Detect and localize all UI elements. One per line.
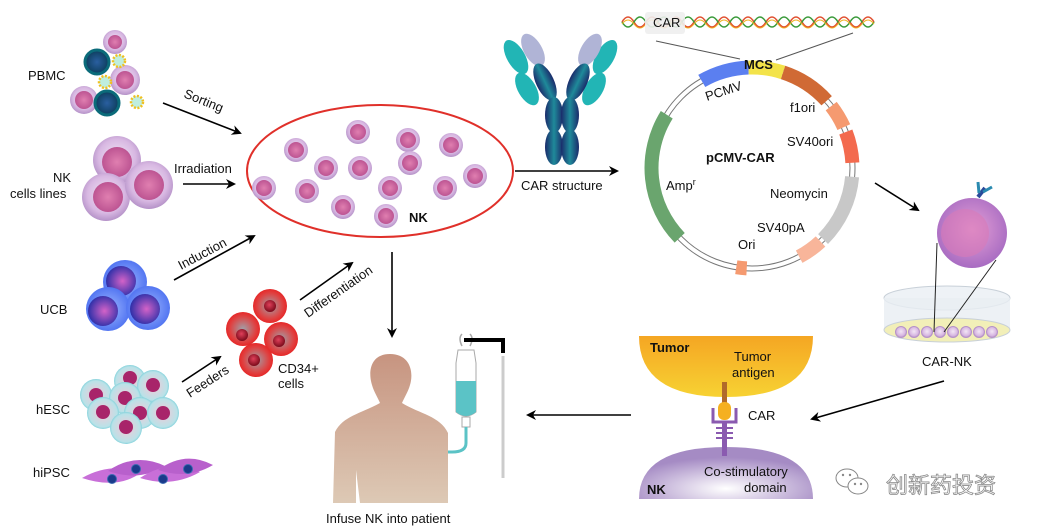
tumor-antigen-label-1: Tumor (734, 349, 772, 364)
hipsc-cells (82, 458, 213, 484)
neomycin-segment (817, 175, 860, 245)
pbmc-label: PBMC (28, 68, 66, 83)
car-nk-label: CAR-NK (922, 354, 972, 369)
differentiation-arrow (299, 261, 354, 301)
car-nk-cell (937, 181, 1007, 268)
feeders-label: Feeders (183, 362, 232, 401)
irradiation-label: Irradiation (174, 161, 232, 176)
tumor-label: Tumor (650, 340, 689, 355)
sorting-label: Sorting (182, 86, 226, 115)
mcs-label: MCS (744, 57, 773, 72)
dish-cell (895, 326, 907, 338)
sv40ori-label: SV40ori (787, 134, 833, 149)
dish-cell (986, 326, 998, 338)
cd34-label-2: cells (278, 376, 305, 391)
sv40pa-label: SV40pA (757, 220, 805, 235)
dna-helix (621, 12, 875, 34)
pbmc-cells (70, 30, 145, 117)
dish-cell (947, 326, 959, 338)
sv40ori-segment (839, 129, 860, 164)
cd34-label-1: CD34+ (278, 361, 319, 376)
car-nk-dish (883, 285, 1011, 343)
sv40pa-segment (795, 236, 826, 263)
costim-label-1: Co-stimulatory (704, 464, 788, 479)
patient-silhouette (333, 354, 448, 503)
hesc-cells (80, 365, 179, 444)
plasmid-map (644, 60, 860, 276)
feeders-arrow (181, 355, 222, 383)
f1ori-segment (825, 101, 851, 131)
neomycin-label: Neomycin (770, 186, 828, 201)
costim-label-2: domain (744, 480, 787, 495)
iv-drip (448, 333, 505, 478)
patient-label: Infuse NK into patient (326, 511, 451, 526)
tumor-antigen-label-2: antigen (732, 365, 775, 380)
ucb-cells (86, 260, 170, 331)
insert-guide-left (655, 40, 741, 60)
ucb-label: UCB (40, 302, 67, 317)
dish-cell (908, 326, 920, 338)
f1ori-label: f1ori (790, 100, 815, 115)
ori-label: Ori (738, 237, 755, 252)
hipsc-label: hiPSC (33, 465, 70, 480)
insert-guide-right (775, 32, 854, 61)
nk-cell-lines-cells (82, 136, 173, 221)
nk-pool-label: NK (409, 210, 428, 225)
plasmid-name: pCMV-CAR (706, 150, 775, 165)
nk-cell-lines-label-2: cells lines (10, 186, 67, 201)
nk-pool-ellipse (246, 104, 514, 238)
induction-arrow (173, 235, 256, 281)
wechat-icon (835, 468, 869, 495)
dish-cell (960, 326, 972, 338)
car-nk-to-synapse-arrow (810, 380, 945, 422)
zoom-line-left (933, 242, 938, 333)
ori-segment (735, 260, 748, 276)
dish-cell (921, 326, 933, 338)
dish-cell (934, 326, 946, 338)
immune-synapse (639, 336, 813, 499)
mcs-segment (748, 60, 786, 80)
cd34-cells (226, 289, 298, 377)
nk-cell-lines-label-1: NK (53, 170, 71, 185)
antibody-icon (503, 33, 618, 165)
amp-segment (644, 111, 685, 243)
promoter-segment (780, 65, 832, 106)
watermark-text: 创新药投资 (886, 474, 996, 499)
sorting-arrow (162, 102, 242, 135)
car-insert-label: CAR (653, 15, 680, 30)
synapse-nk-label: NK (647, 482, 666, 497)
zoom-line-right (943, 259, 997, 333)
car-structure-label: CAR structure (521, 178, 603, 193)
dish-cell (973, 326, 985, 338)
nk-pool-cells (252, 120, 487, 228)
pcmv-segment (698, 60, 749, 88)
transfection-arrow (874, 182, 920, 212)
amp-label: Ampr (666, 177, 696, 193)
car-label: CAR (748, 408, 775, 423)
hesc-label: hESC (36, 402, 70, 417)
